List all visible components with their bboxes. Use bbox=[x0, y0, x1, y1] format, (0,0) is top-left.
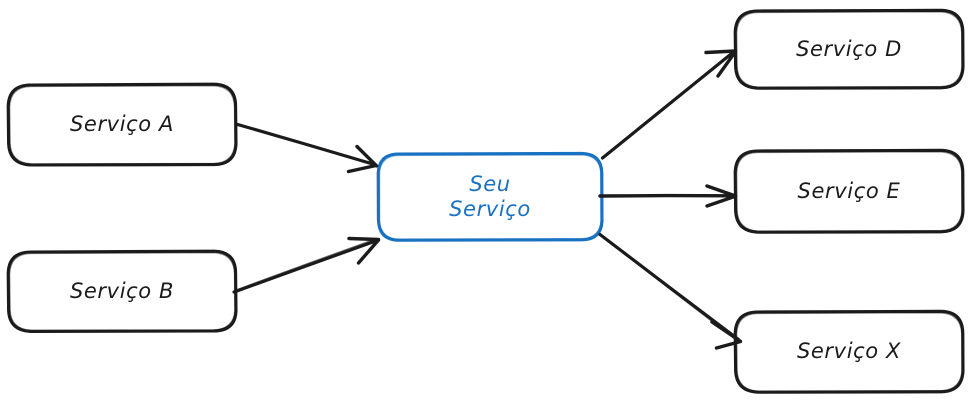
edge-seu-servico-to-d-arrowhead bbox=[704, 49, 738, 78]
node-servico-a-outline-sketch bbox=[8, 84, 236, 165]
node-servico-d-outline-sketch bbox=[735, 10, 963, 88]
node-seu-servico-outline-sketch bbox=[378, 154, 602, 240]
node-servico-e-outline bbox=[733, 148, 965, 234]
edge-seu-servico-to-e[interactable] bbox=[598, 184, 738, 208]
node-servico-d-outline bbox=[733, 8, 965, 90]
edge-seu-servico-to-x[interactable] bbox=[598, 232, 743, 350]
node-servico-b-outline-sketch bbox=[8, 251, 236, 332]
node-seu-servico[interactable] bbox=[376, 151, 604, 242]
edge-b-to-seu-servico-line bbox=[232, 238, 379, 294]
node-seu-servico-outline bbox=[376, 151, 604, 242]
edge-seu-servico-to-d[interactable] bbox=[600, 49, 738, 160]
edge-a-to-seu-servico-line bbox=[234, 122, 377, 167]
edge-b-to-seu-servico-arrowhead bbox=[347, 236, 381, 265]
node-servico-b[interactable] bbox=[6, 249, 238, 333]
edge-b-to-seu-servico-line-sketch bbox=[237, 238, 377, 291]
node-servico-d[interactable] bbox=[733, 8, 965, 90]
node-servico-b-outline bbox=[6, 249, 238, 333]
edge-a-to-seu-servico-arrowhead bbox=[346, 144, 379, 174]
edge-seu-servico-to-d-line bbox=[600, 50, 736, 160]
edge-b-to-seu-servico[interactable] bbox=[232, 236, 381, 294]
node-servico-x-outline bbox=[733, 309, 965, 394]
node-servico-a-outline bbox=[6, 82, 238, 167]
edge-seu-servico-to-e-arrowhead bbox=[705, 184, 738, 208]
node-servico-x[interactable] bbox=[733, 309, 965, 394]
node-servico-e-outline-sketch bbox=[735, 150, 963, 232]
edge-seu-servico-to-x-arrowhead bbox=[710, 320, 743, 350]
node-servico-e[interactable] bbox=[733, 148, 965, 234]
node-servico-a[interactable] bbox=[6, 82, 238, 167]
node-servico-x-outline-sketch bbox=[735, 311, 963, 392]
edge-a-to-seu-servico[interactable] bbox=[234, 122, 379, 174]
